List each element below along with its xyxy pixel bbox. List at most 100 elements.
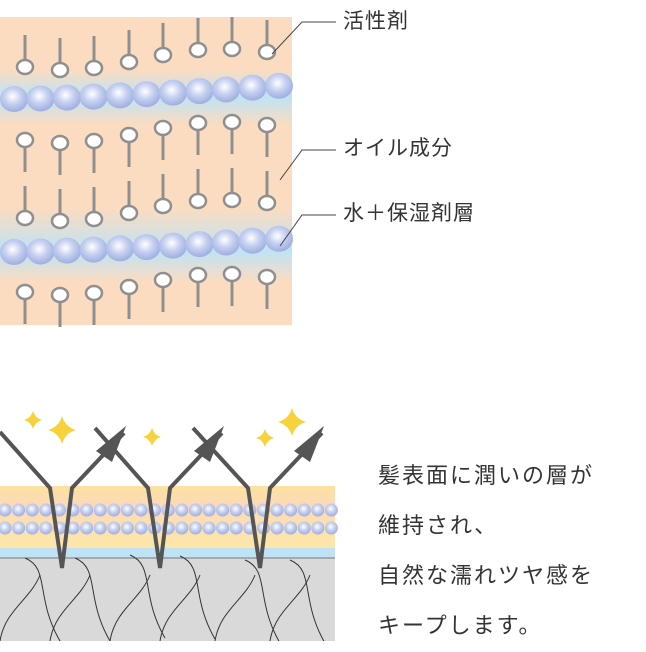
surfactant-head	[119, 126, 139, 144]
oil-droplet	[175, 503, 189, 517]
oil-droplet	[185, 78, 214, 105]
light-ray-arrow	[93, 426, 224, 569]
surfactant-head	[84, 210, 104, 228]
oil-droplet	[39, 521, 53, 535]
hair-strand	[289, 559, 325, 641]
sparkle-icon	[143, 428, 161, 446]
oil-droplet	[53, 84, 81, 111]
oil-droplet	[79, 236, 108, 263]
oil-droplet	[297, 503, 311, 517]
oil-droplet	[297, 521, 311, 535]
oil-droplet	[107, 521, 121, 535]
oil-droplet	[120, 503, 134, 517]
oil-droplet	[265, 225, 293, 252]
description-line: 維持され、	[378, 514, 499, 539]
surfactant-head	[15, 283, 35, 301]
description-line: 髪表面に潤いの層が	[378, 464, 595, 489]
surfactant-head	[188, 41, 208, 59]
oil-droplet	[25, 521, 39, 535]
label-surfactant: 活性剤	[343, 9, 409, 33]
oil-droplet	[0, 239, 28, 265]
oil-droplet	[26, 85, 55, 112]
surfactant-head	[257, 194, 277, 212]
oil-droplet	[25, 503, 39, 517]
surfactant-head	[153, 119, 173, 137]
oil-droplet	[185, 231, 214, 258]
surfactant-head	[84, 59, 104, 77]
sparkle-icon	[24, 411, 42, 429]
oil-droplet	[0, 86, 28, 112]
sparkle-icon	[48, 416, 76, 444]
light-ray-arrow	[0, 430, 126, 569]
hair-surface	[0, 558, 335, 641]
oil-droplet	[93, 503, 107, 517]
surfactant-head	[15, 209, 35, 227]
oil-droplet	[93, 521, 107, 535]
oil-droplet	[12, 503, 26, 517]
oil-droplet	[120, 521, 134, 535]
surfactant-head	[153, 46, 173, 64]
oil-droplet	[229, 503, 243, 517]
surfactant-head	[188, 266, 208, 284]
surfactant-head	[153, 197, 173, 215]
surfactant-head	[222, 40, 242, 58]
oil-droplet	[284, 503, 298, 517]
hair-strand	[0, 574, 41, 641]
oil-droplet	[0, 503, 12, 517]
surfactant-head	[119, 204, 139, 222]
oil-droplet	[229, 521, 243, 535]
oil-droplet	[216, 521, 230, 535]
oil-droplet	[265, 72, 293, 99]
arrow-head	[294, 426, 324, 462]
surfactant-head	[153, 271, 173, 289]
oil-droplet	[53, 237, 81, 264]
surfactant-head	[84, 284, 104, 302]
hair-strand	[179, 555, 216, 640]
surfactant-head	[188, 114, 208, 132]
oil-droplet	[212, 76, 240, 103]
surfactant-head	[222, 191, 242, 209]
surfactant-head	[15, 131, 35, 149]
top-diagram-background	[0, 17, 292, 325]
oil-droplet	[12, 521, 26, 535]
leader-lines	[271, 21, 336, 247]
oil-droplet	[270, 521, 284, 535]
hair-strand	[159, 574, 201, 641]
oil-droplet	[311, 521, 325, 535]
surfactant-head	[188, 192, 208, 210]
surfactant-head	[222, 265, 242, 283]
oil-droplet	[134, 521, 148, 535]
oil-droplet	[238, 74, 267, 101]
oil-droplet	[202, 521, 216, 535]
hair-strand	[214, 574, 256, 641]
light-ray-arrow	[191, 426, 324, 569]
hair-strand	[129, 554, 166, 639]
oil-droplet	[175, 521, 189, 535]
oil-droplet	[132, 234, 161, 261]
hair-strand	[269, 574, 311, 641]
oil-droplet	[284, 521, 298, 535]
oil-droplet	[212, 229, 240, 256]
sparkle-icon	[278, 408, 306, 436]
oil-droplet	[66, 521, 80, 535]
surfactant-head	[50, 134, 70, 152]
surfactant-head	[84, 132, 104, 150]
oil-droplet	[26, 238, 55, 265]
label-water-moisturizer-layer: 水＋保湿剤層	[343, 201, 475, 225]
surfactant-head	[119, 53, 139, 71]
surfactant-head	[15, 58, 35, 76]
oil-droplet	[106, 82, 134, 109]
oil-droplet	[80, 521, 94, 535]
hair-strand	[109, 574, 151, 641]
oil-droplet	[159, 232, 187, 259]
oil-droplet	[79, 83, 108, 110]
oil-droplet	[159, 79, 187, 106]
label-oil-component: オイル成分	[343, 136, 453, 160]
hair-strand	[74, 557, 111, 641]
water-layer	[0, 547, 335, 558]
surfactant-head	[50, 286, 70, 304]
oil-droplet	[52, 503, 66, 517]
oil-droplet	[39, 503, 53, 517]
description-line: キープします。	[378, 614, 543, 639]
